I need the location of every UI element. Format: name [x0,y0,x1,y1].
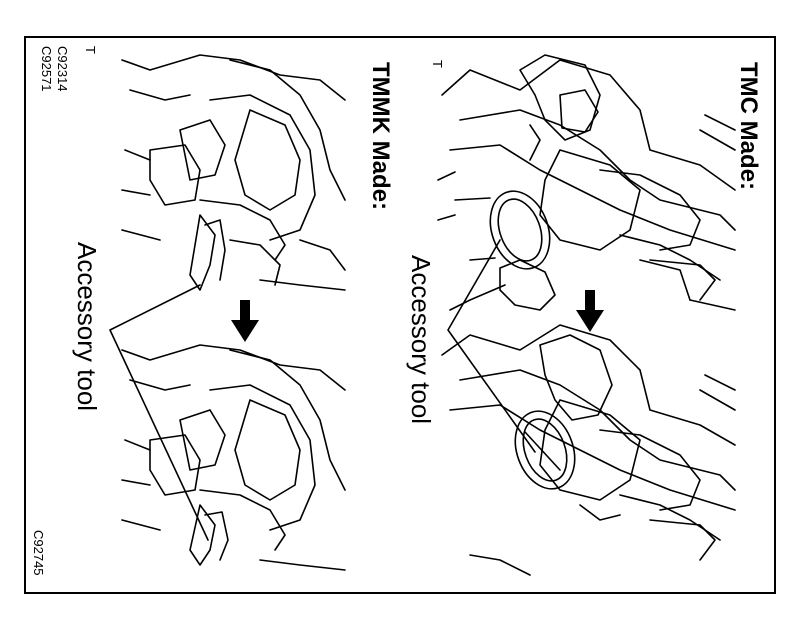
tmc-before-illustration [438,55,735,310]
tmc-direction-arrow [576,290,604,332]
tmc-leader-line [448,240,535,452]
tmmk-mark-t: T [83,46,98,54]
tmc-heading: TMC Made: [735,62,762,190]
figure-frame [24,36,776,594]
figure-code: C92745 [31,530,46,576]
tmmk-leader-line [110,285,208,540]
tmmk-direction-arrow [231,300,259,342]
tmmk-after-illustration [122,345,345,570]
tmc-after-illustration [442,325,735,575]
tmc-code: C92314 [55,46,70,92]
tmc-mark-t: T [430,60,445,68]
tmmk-heading: TMMK Made: [367,62,394,210]
tmmk-code: C92571 [39,46,54,92]
tmc-accessory-tool-label: Accessory tool [406,255,436,425]
tmmk-accessory-tool-label: Accessory tool [72,242,102,412]
tmmk-before-illustration [122,55,345,290]
